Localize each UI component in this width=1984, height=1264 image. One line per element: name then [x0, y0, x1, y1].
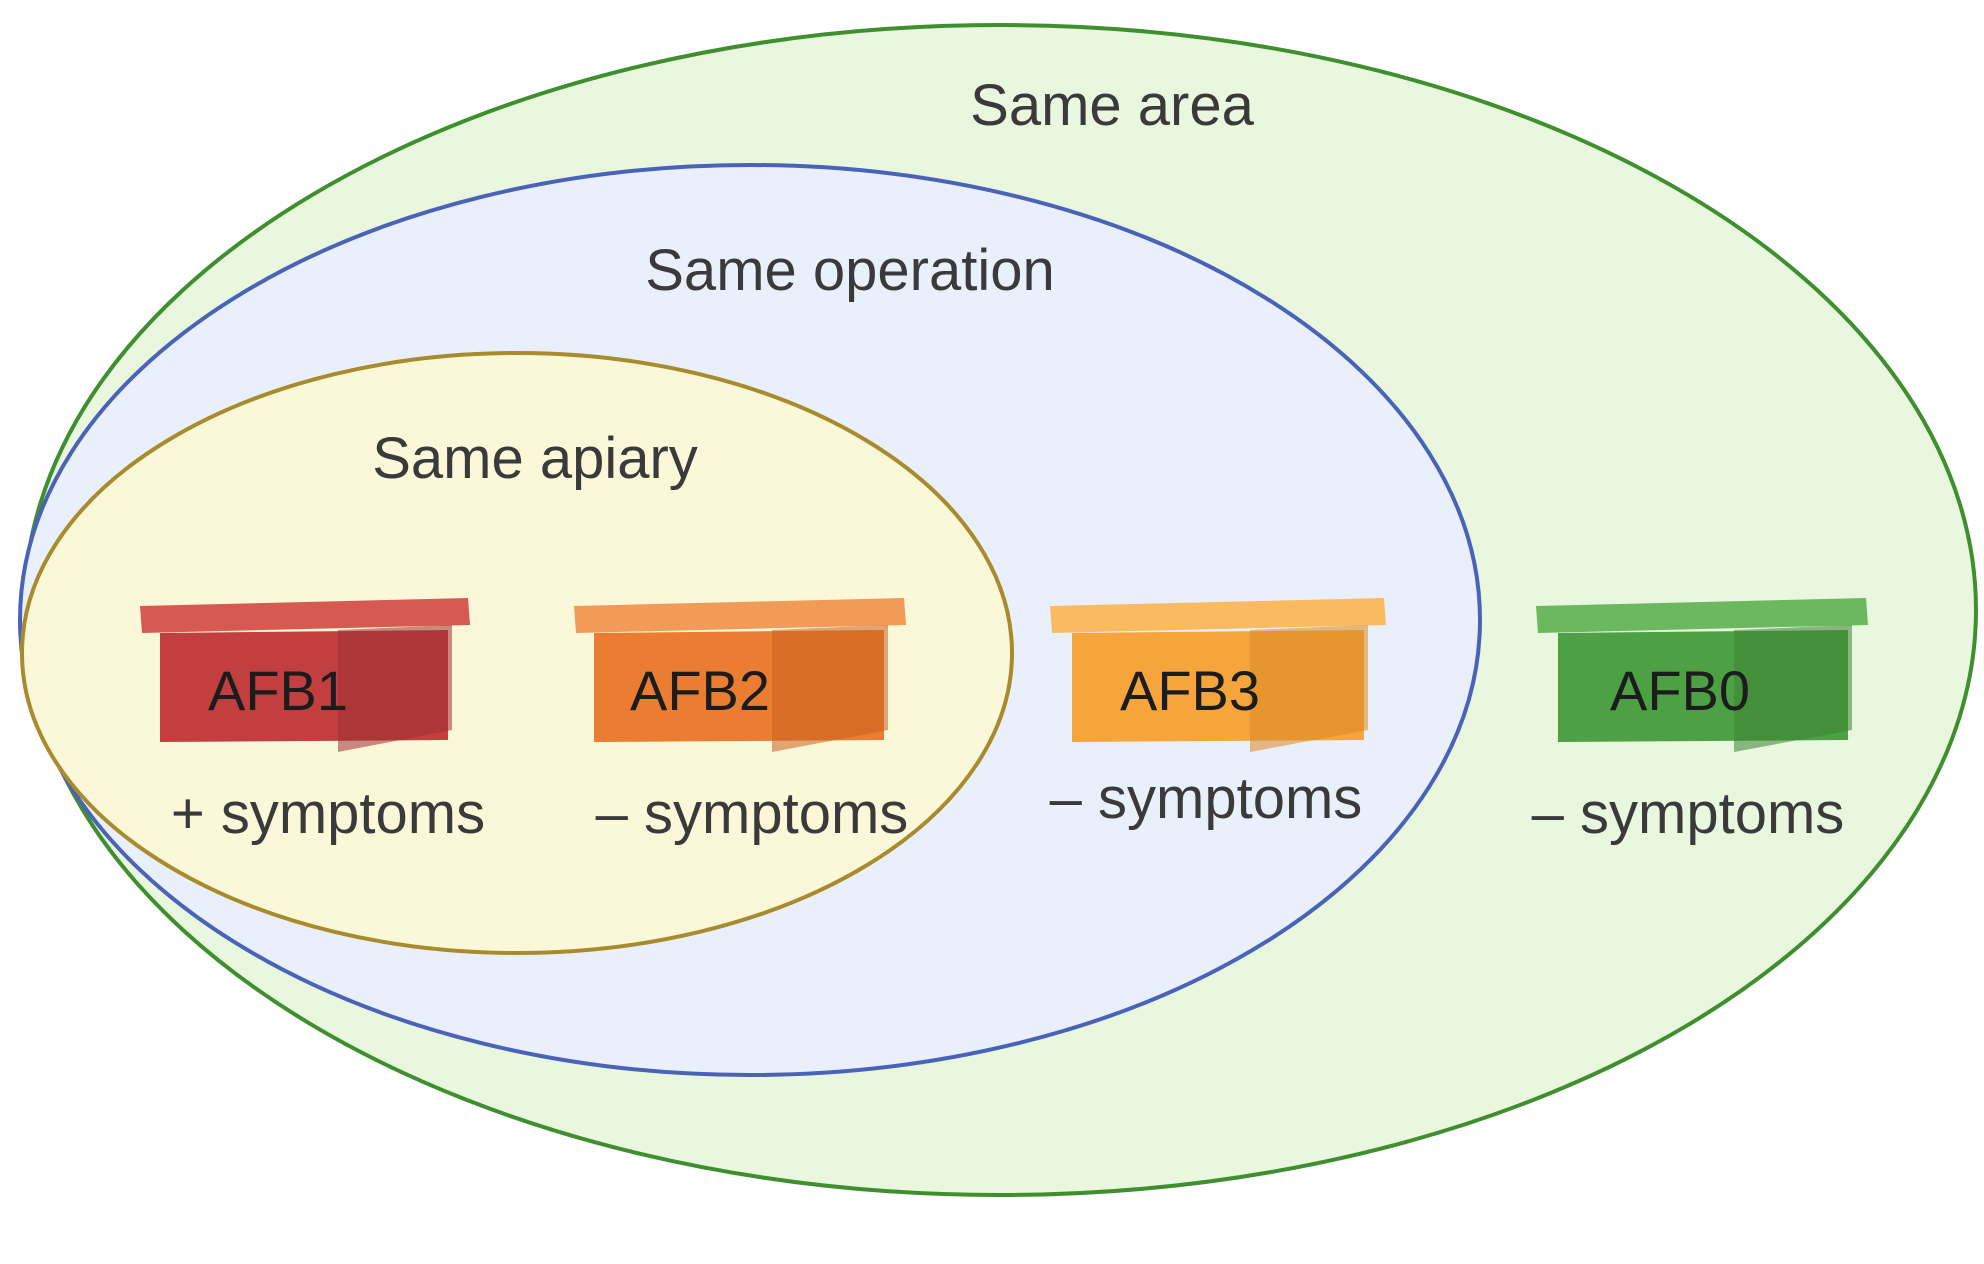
hive-afb1-label: AFB1: [208, 659, 348, 722]
same-apiary-label: Same apiary: [372, 426, 698, 491]
hive-afb1: AFB1: [140, 598, 470, 752]
hive-afb3-symptoms: – symptoms: [1050, 766, 1363, 831]
hive-afb2: AFB2: [574, 598, 906, 752]
hive-afb3: AFB3: [1050, 598, 1386, 752]
hive-afb0-symptoms: – symptoms: [1532, 781, 1845, 846]
hive-afb1-side: [338, 625, 452, 752]
hive-afb0: AFB0: [1536, 598, 1868, 752]
same-area-label: Same area: [970, 73, 1254, 138]
hive-afb0-side: [1734, 625, 1852, 752]
hive-afb3-label: AFB3: [1120, 659, 1260, 722]
hive-afb2-lid: [574, 598, 906, 633]
hive-afb1-symptoms: + symptoms: [171, 781, 485, 846]
hive-afb2-label: AFB2: [630, 659, 770, 722]
same-operation-label: Same operation: [645, 238, 1054, 303]
hive-afb2-side: [772, 625, 888, 752]
hive-afb1-lid: [140, 598, 470, 633]
hive-afb3-side: [1250, 625, 1368, 752]
hive-afb0-label: AFB0: [1610, 659, 1750, 722]
hive-afb0-lid: [1536, 598, 1868, 633]
same-apiary-region: [20, 351, 1014, 955]
hive-afb2-symptoms: – symptoms: [596, 781, 909, 846]
hive-afb3-lid: [1050, 598, 1386, 633]
